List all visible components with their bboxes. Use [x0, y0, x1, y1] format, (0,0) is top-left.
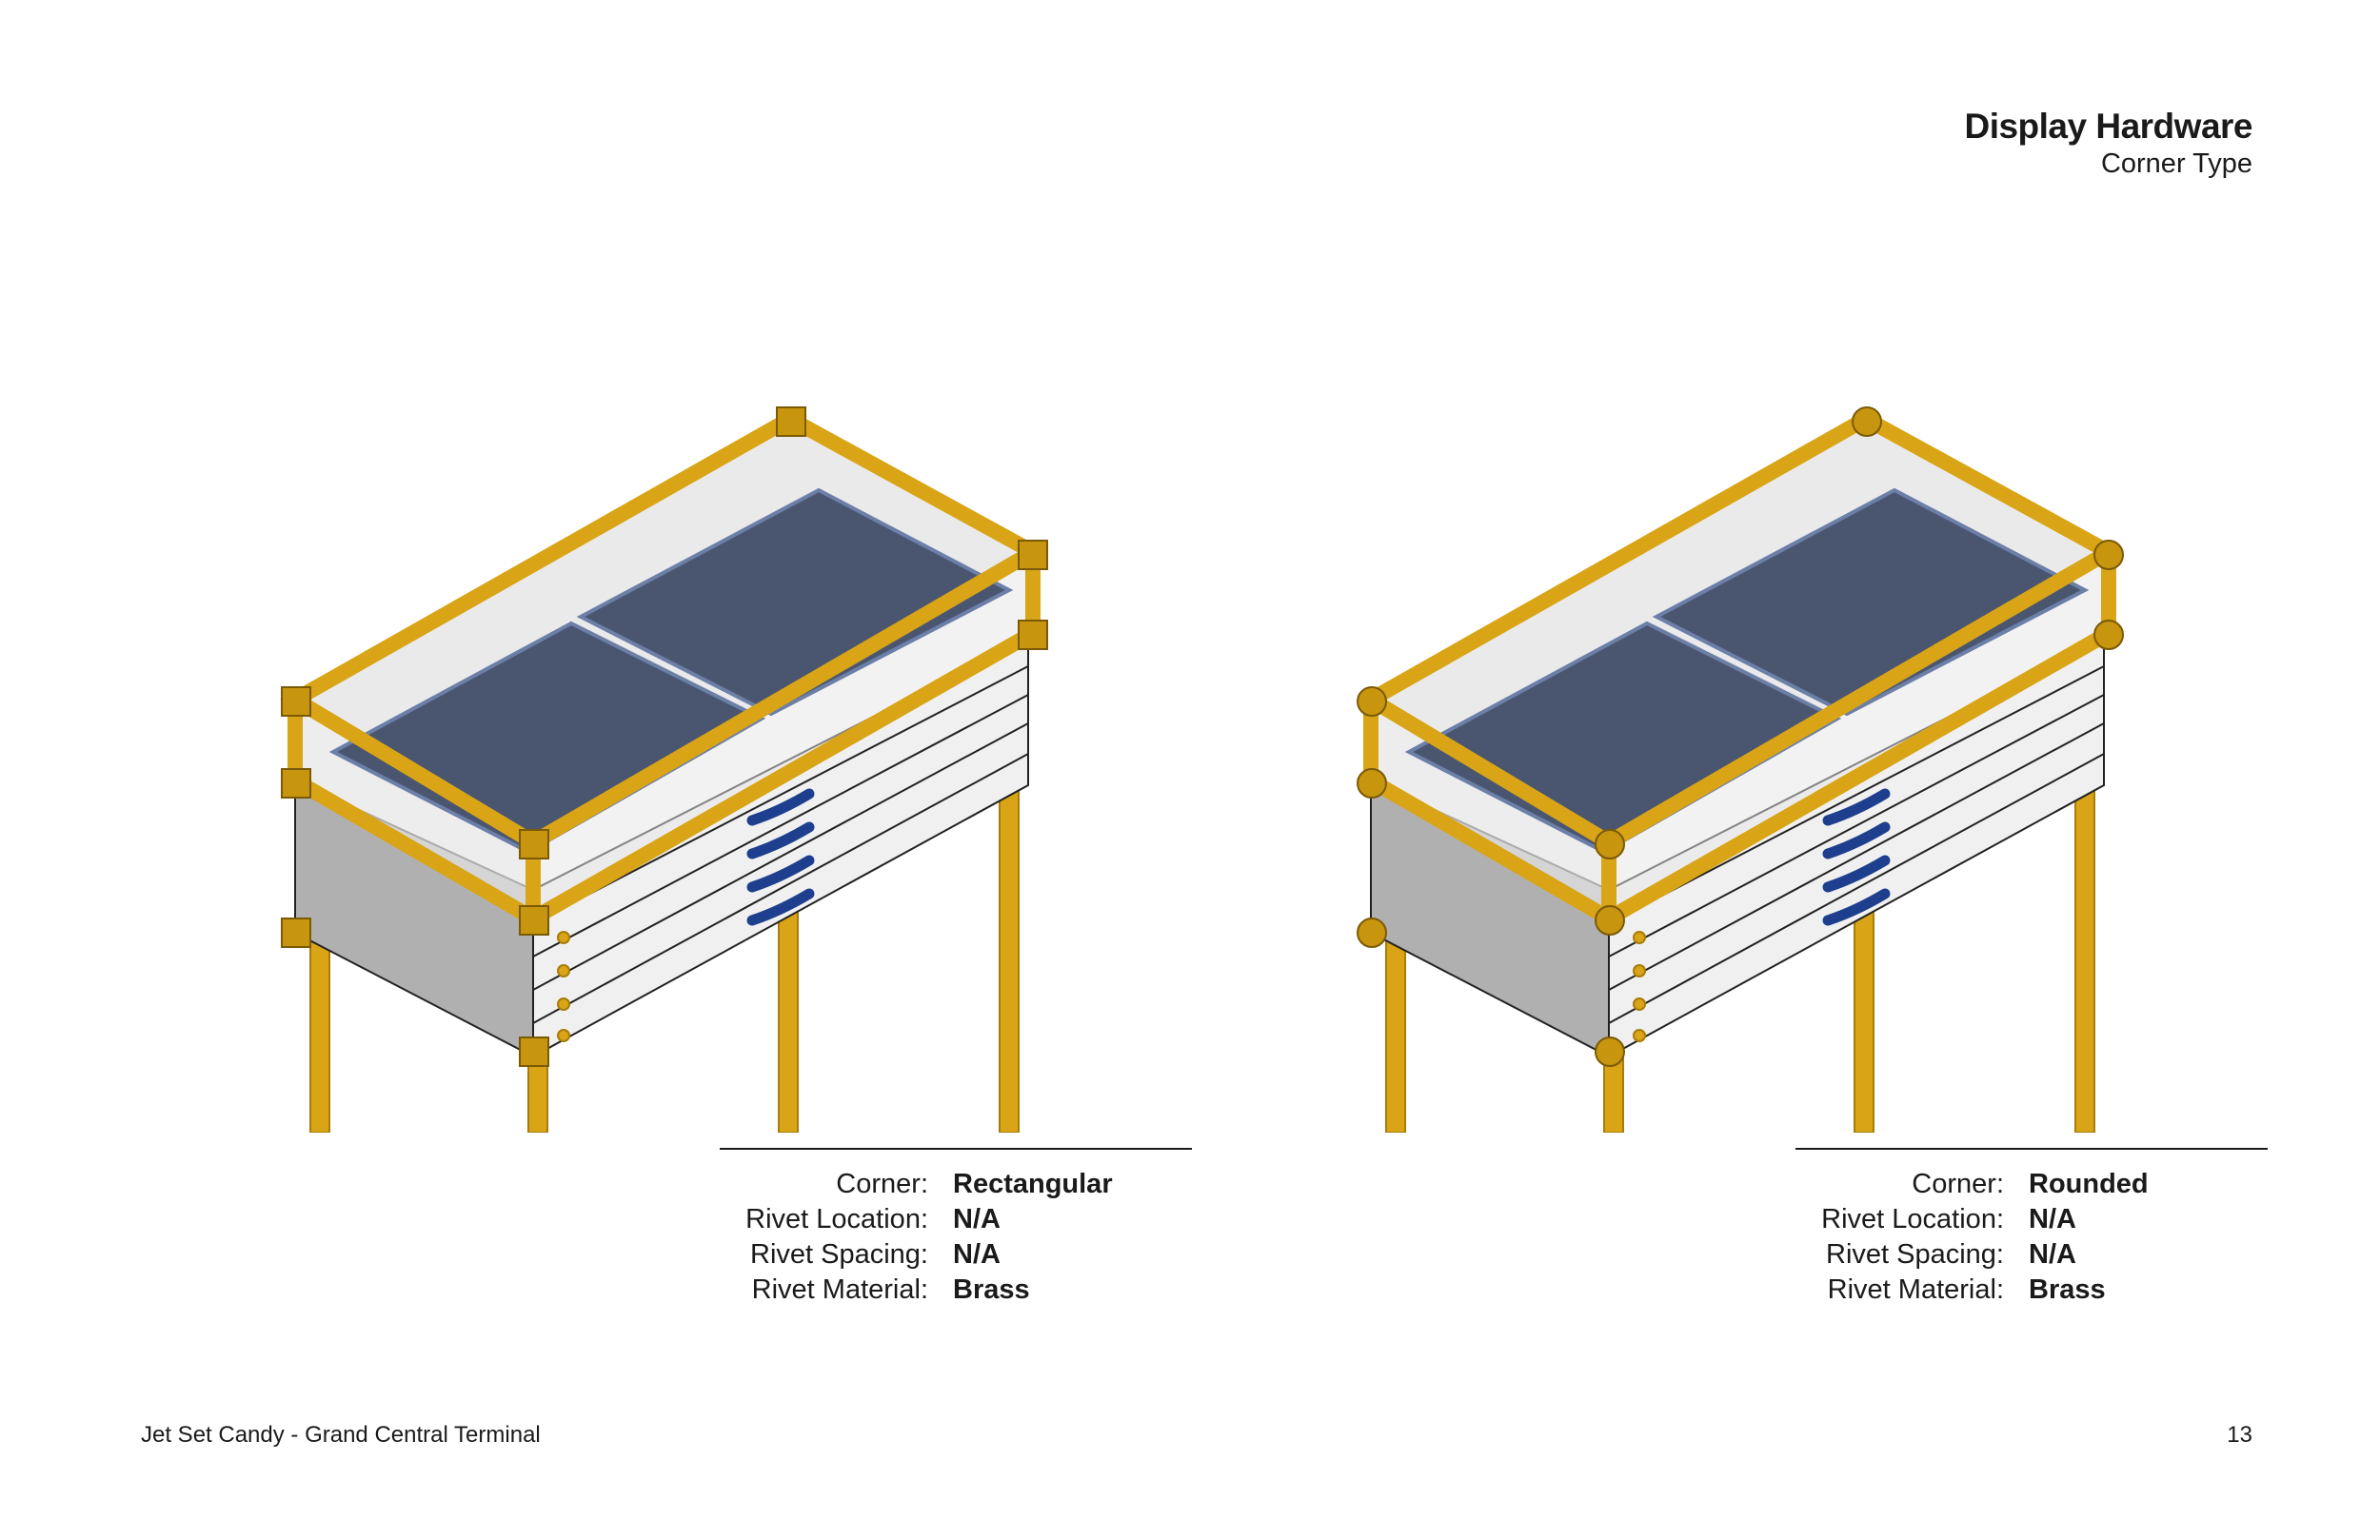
spec-label: Rivet Location: — [1821, 1204, 2004, 1234]
spec-value: Brass — [953, 1274, 1030, 1305]
spec-label: Rivet Spacing: — [750, 1239, 928, 1270]
spec-value: N/A — [2029, 1204, 2076, 1234]
spec-row-corner: Corner: Rectangular — [720, 1167, 1192, 1202]
spec-block-rounded: Corner: Rounded Rivet Location: N/A Rive… — [1795, 1148, 2268, 1308]
spec-row-rivet-material: Rivet Material: Brass — [720, 1273, 1192, 1308]
spec-label: Rivet Material: — [1827, 1274, 2004, 1305]
footer-page-number: 13 — [2227, 1422, 2252, 1448]
spec-row-rivet-spacing: Rivet Spacing: N/A — [720, 1237, 1192, 1273]
spec-value: Rectangular — [953, 1169, 1113, 1199]
footer-project-name: Jet Set Candy - Grand Central Terminal — [141, 1422, 541, 1448]
page-title: Display Hardware — [1964, 107, 2252, 146]
rectangular-corner-bracket-icon — [281, 406, 1048, 1067]
display-case-rounded-illustration — [1357, 406, 2124, 1133]
spec-row-rivet-material: Rivet Material: Brass — [1795, 1273, 2268, 1308]
spec-value: N/A — [953, 1204, 1001, 1234]
page-subtitle: Corner Type — [2100, 148, 2252, 179]
spec-row-corner: Corner: Rounded — [1795, 1167, 2268, 1202]
spec-value: N/A — [953, 1239, 1001, 1270]
spec-label: Rivet Location: — [745, 1204, 928, 1234]
spec-value: Brass — [2029, 1274, 2106, 1305]
spec-row-rivet-spacing: Rivet Spacing: N/A — [1795, 1237, 2268, 1273]
spec-divider — [1795, 1148, 2268, 1150]
rounded-corner-bracket-icon — [1357, 406, 2124, 1067]
spec-row-rivet-location: Rivet Location: N/A — [720, 1202, 1192, 1237]
spec-block-rectangular: Corner: Rectangular Rivet Location: N/A … — [720, 1148, 1192, 1308]
spec-label: Corner: — [836, 1169, 928, 1199]
spec-value: Rounded — [2029, 1169, 2149, 1199]
spec-label: Rivet Spacing: — [1826, 1239, 2004, 1270]
spec-label: Rivet Material: — [751, 1274, 928, 1305]
spec-divider — [720, 1148, 1192, 1150]
display-case-rectangular-illustration — [280, 406, 1049, 1133]
spec-row-rivet-location: Rivet Location: N/A — [1795, 1202, 2268, 1237]
spec-label: Corner: — [1912, 1169, 2004, 1199]
spec-value: N/A — [2029, 1239, 2076, 1270]
display-case-rounded-drawing — [1333, 400, 2171, 1133]
display-case-rectangular-drawing — [257, 400, 1095, 1133]
